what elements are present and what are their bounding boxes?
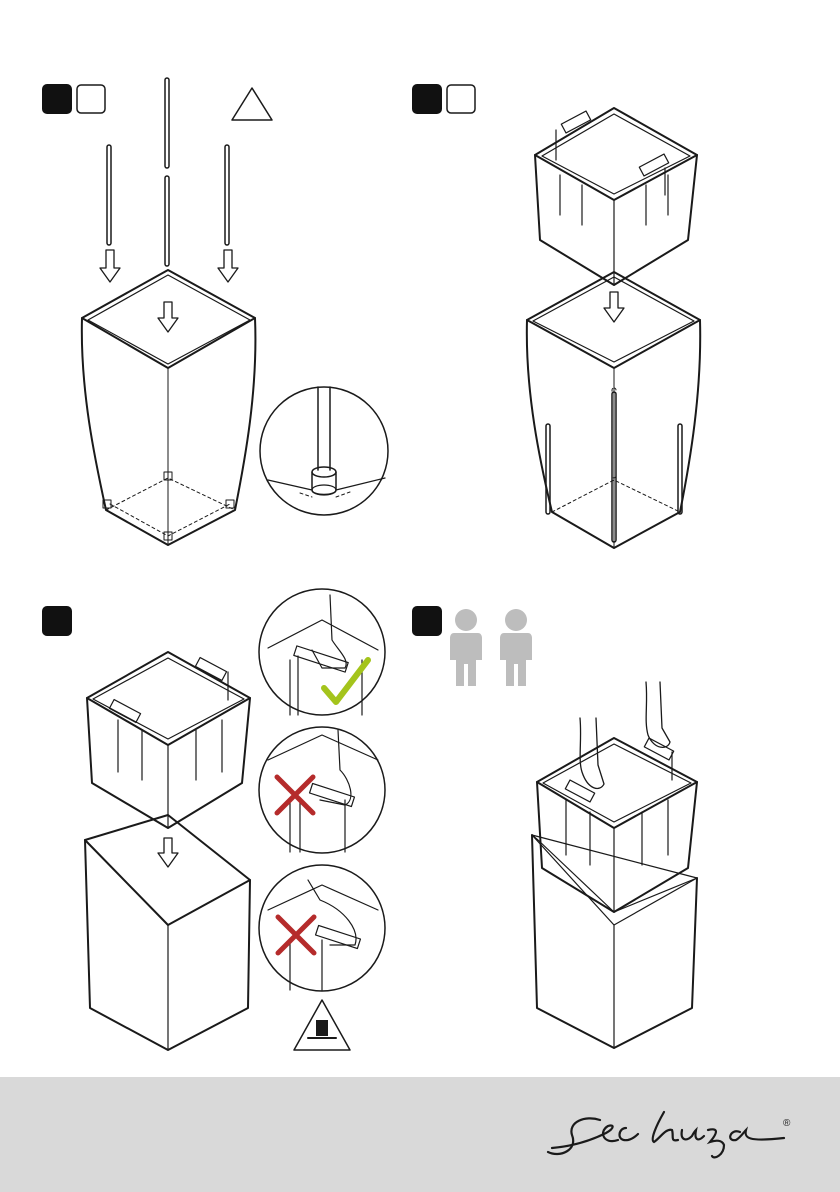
registered-mark: ®	[783, 1118, 790, 1129]
